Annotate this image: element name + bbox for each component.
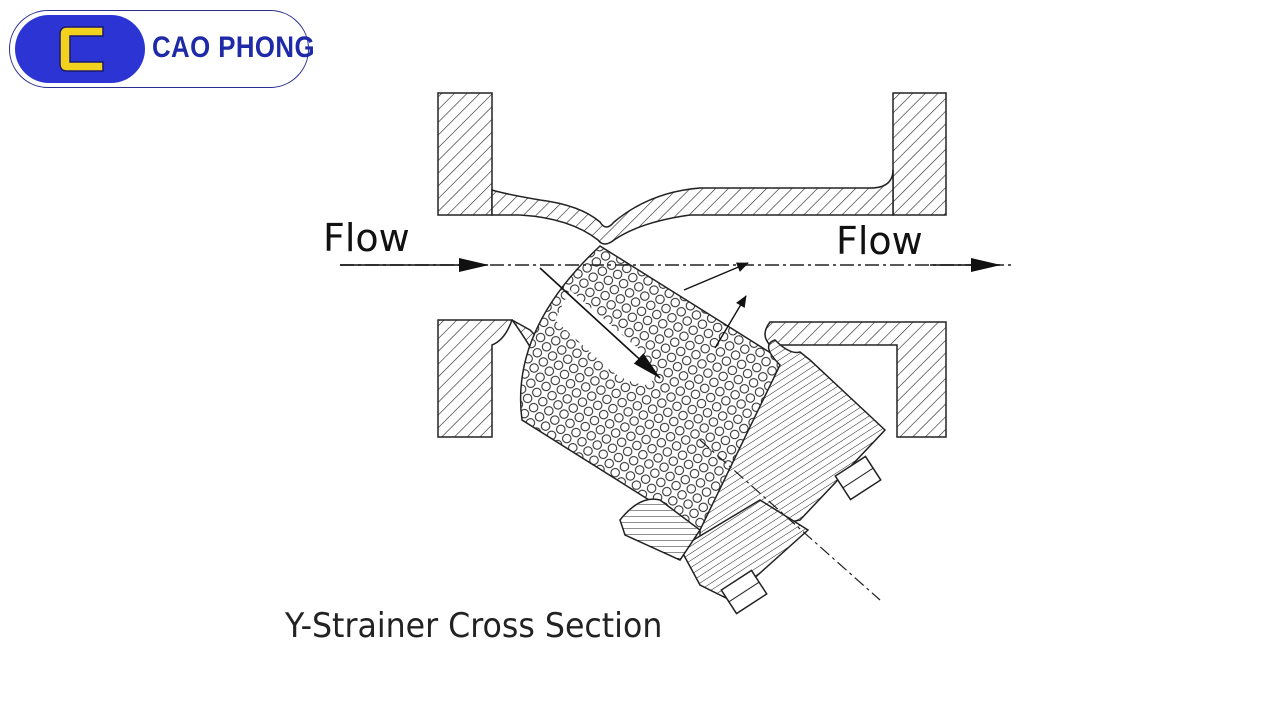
drain-plug-body [678, 499, 810, 601]
logo-badge [15, 15, 145, 83]
screen-flow-void [555, 290, 654, 385]
bolt-upper [834, 455, 882, 501]
strainer-cap [699, 339, 887, 541]
left-boss [619, 498, 702, 561]
screen-axis-line [699, 439, 881, 601]
c-letter-logo-icon [59, 26, 104, 72]
inlet-flow-label: Flow [323, 216, 410, 260]
upper-body-wall [491, 169, 894, 245]
diverted-flow-arrow [539, 267, 661, 379]
inlet-flange-lower [437, 319, 514, 438]
inlet-flange [437, 92, 493, 216]
diagram-caption: Y-Strainer Cross Section [285, 606, 663, 646]
outlet-flange [892, 92, 947, 216]
bolt-lower [720, 569, 768, 615]
brand-name: CAO PHONG [152, 31, 315, 64]
outlet-flange-lower [764, 321, 947, 438]
exit-arrow-upper [683, 262, 749, 291]
brand-logo[interactable]: CAO PHONG [9, 10, 315, 88]
exit-arrow-lower [714, 295, 747, 349]
outlet-flow-label: Flow [836, 219, 923, 263]
